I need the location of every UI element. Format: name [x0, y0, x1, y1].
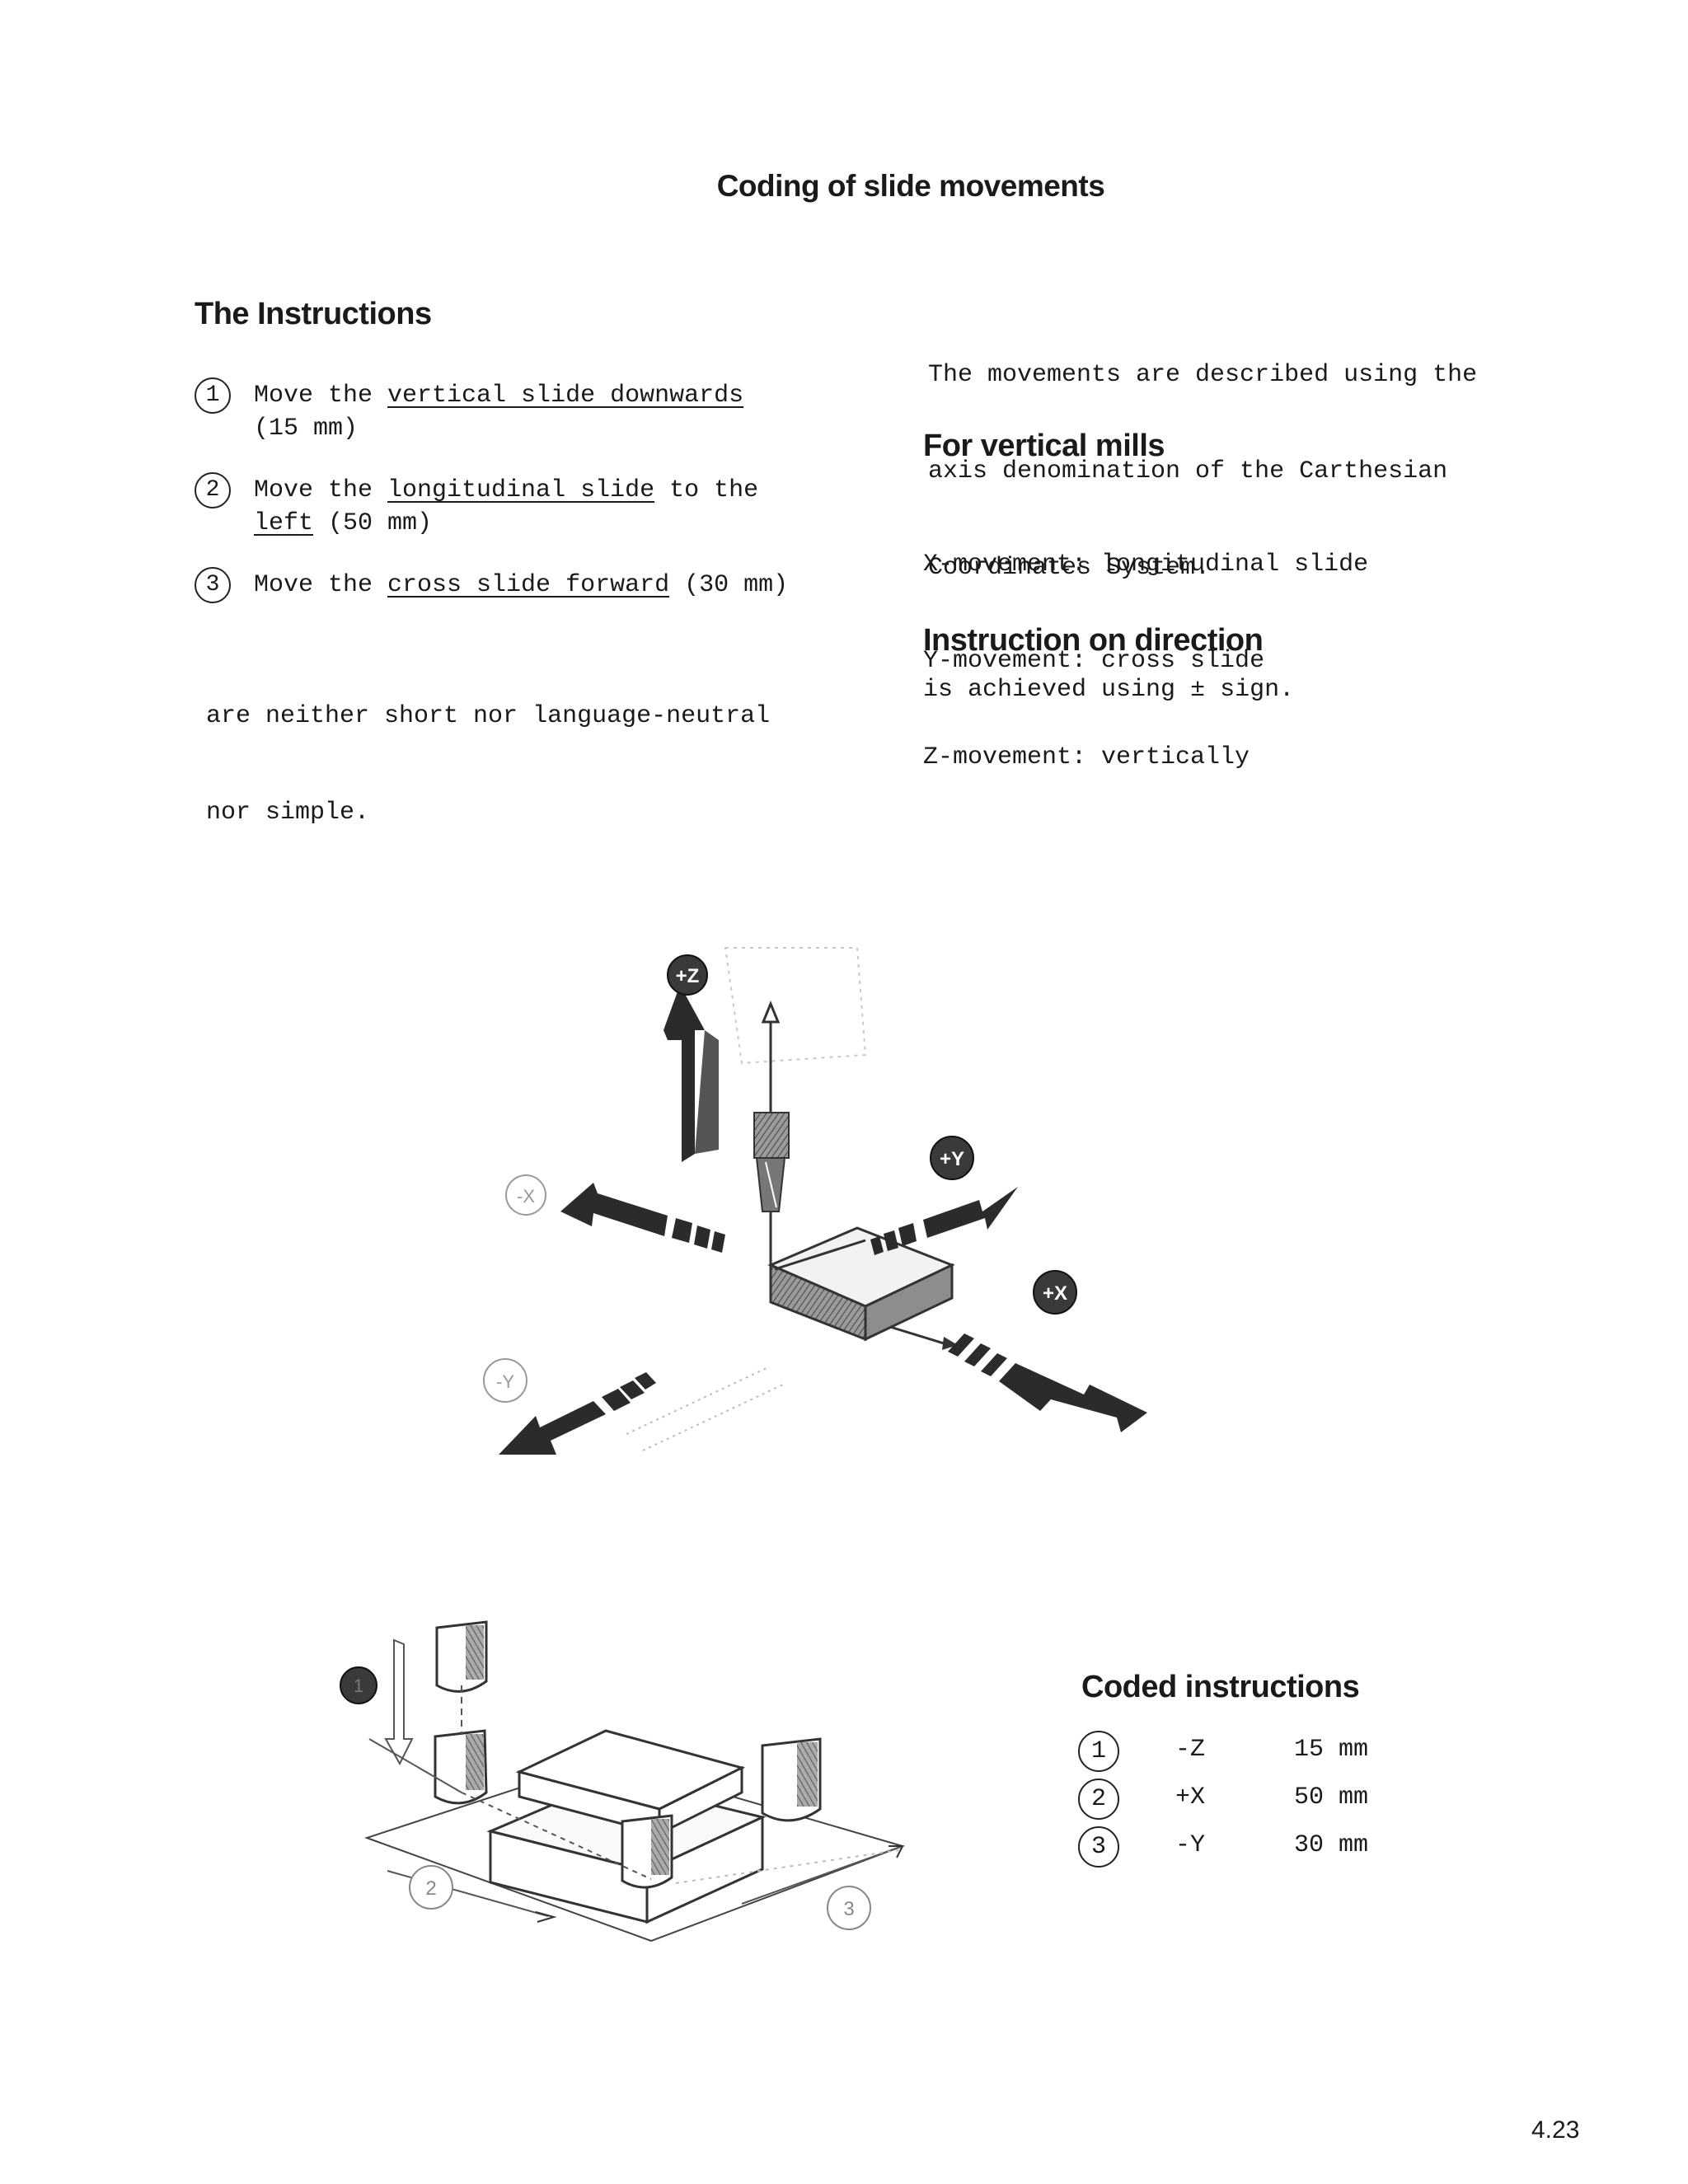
plus-x-arrow	[889, 1325, 1147, 1432]
cutter-after-x	[621, 1814, 673, 1889]
instructions-conclusion: are neither short nor language-neutral n…	[206, 636, 770, 861]
conclusion-line-2: nor simple.	[206, 799, 370, 827]
coded-instructions-table: 1 -Z 15 mm 2 +X 50 mm 3 -Y 30 mm	[1078, 1731, 1441, 1879]
marker-step-3-text: 3	[843, 1898, 854, 1920]
description-line-2: axis denomination of the Carthesian	[928, 457, 1448, 485]
plus-y-arrow	[774, 1187, 1018, 1271]
instruction-1-line2: (15 mm)	[254, 415, 359, 443]
plus-y-label: +Y	[930, 1136, 974, 1180]
minus-x-label-text: -X	[517, 1186, 535, 1207]
coded-number-2: 2	[1078, 1779, 1119, 1820]
coded-axis-1: -Z	[1175, 1736, 1206, 1764]
instruction-2-suffix: to the	[654, 476, 759, 504]
instruction-3-suffix: (30 mm)	[669, 571, 789, 599]
coded-number-1: 1	[1078, 1731, 1119, 1772]
conclusion-line-1: are neither short nor language-neutral	[206, 702, 771, 730]
z-movement-line: Z-movement: vertically	[923, 743, 1250, 771]
workpiece-block	[767, 1226, 955, 1342]
instruction-3-underlined: cross slide forward	[387, 571, 670, 599]
step-number-3: 3	[195, 567, 231, 603]
instruction-1-prefix: Move the	[254, 382, 388, 410]
marker-step-1: 1	[340, 1666, 377, 1704]
vertical-mills-list: X-movement: longitudinal slide Y-movemen…	[923, 485, 1368, 806]
instruction-1-underlined: vertical slide downwards	[387, 382, 744, 410]
coded-value-3: 30 mm	[1294, 1831, 1369, 1859]
direction-text: is achieved using ± sign.	[923, 674, 1294, 706]
coded-axis-3: -Y	[1175, 1831, 1206, 1859]
upper-block	[515, 1729, 746, 1836]
page-title: Coding of slide movements	[716, 169, 1105, 203]
plus-x-label: +X	[1033, 1270, 1077, 1315]
y-movement-line: Y-movement: cross slide	[923, 647, 1265, 675]
minus-y-arrow	[499, 1367, 784, 1455]
description-line-3: Coordinates System.	[928, 554, 1211, 582]
step-number-1: 1	[195, 377, 231, 414]
marker-step-1-text: 1	[354, 1675, 363, 1696]
plus-z-label: +Z	[667, 954, 708, 996]
instruction-2-line2-underlined: left	[254, 509, 314, 537]
plus-x-label-text: +X	[1043, 1282, 1067, 1305]
instructions-list: 1 Move the vertical slide downwards (15 …	[195, 377, 870, 724]
coded-value-2: 50 mm	[1294, 1783, 1369, 1811]
coded-row-2: 2 +X 50 mm	[1078, 1779, 1424, 1825]
coded-instructions-heading: Coded instructions	[1081, 1670, 1360, 1704]
plus-y-label-text: +Y	[940, 1148, 964, 1170]
cutter-after-y	[761, 1737, 822, 1822]
plus-minus-sign: ±	[1190, 676, 1206, 704]
coordinate-description: The movements are described using the ax…	[928, 295, 1477, 616]
coded-value-1: 15 mm	[1294, 1736, 1369, 1764]
plus-z-label-text: +Z	[676, 965, 700, 987]
minus-x-arrow	[560, 1183, 725, 1253]
step-number-2: 2	[195, 472, 231, 509]
instruction-3-prefix: Move the	[254, 571, 388, 599]
marker-step-2-text: 2	[425, 1877, 436, 1900]
direction-heading: Instruction on direction	[923, 623, 1264, 658]
instruction-2-line2: (50 mm)	[313, 509, 433, 537]
coded-axis-2: +X	[1175, 1783, 1206, 1811]
instruction-2-underlined: longitudinal slide	[387, 476, 655, 504]
coded-row-1: 1 -Z 15 mm	[1078, 1731, 1424, 1777]
coded-number-3: 3	[1078, 1826, 1119, 1868]
instructions-heading: The Instructions	[195, 297, 432, 331]
milling-cutter	[753, 1001, 790, 1265]
spindle-housing-outline	[724, 947, 867, 1065]
marker-step-2: 2	[409, 1865, 453, 1910]
direction-text-after: sign.	[1205, 676, 1295, 704]
direction-text-before: is achieved using	[923, 676, 1191, 704]
minus-y-label-text: -Y	[496, 1371, 514, 1392]
vertical-mills-heading: For vertical mills	[923, 429, 1165, 463]
page-number: 4.23	[1531, 2116, 1580, 2144]
cutter-start	[435, 1620, 488, 1693]
plus-z-arrow-side	[695, 1030, 719, 1154]
plus-z-arrow	[663, 985, 705, 1162]
marker-step-3: 3	[827, 1886, 871, 1930]
x-movement-line: X-movement: longitudinal slide	[923, 551, 1369, 579]
coded-row-3: 3 -Y 30 mm	[1078, 1826, 1424, 1872]
instruction-2-prefix: Move the	[254, 476, 388, 504]
minus-x-label: -X	[505, 1174, 546, 1216]
minus-y-label: -Y	[483, 1358, 528, 1403]
description-line-1: The movements are described using the	[928, 361, 1478, 389]
